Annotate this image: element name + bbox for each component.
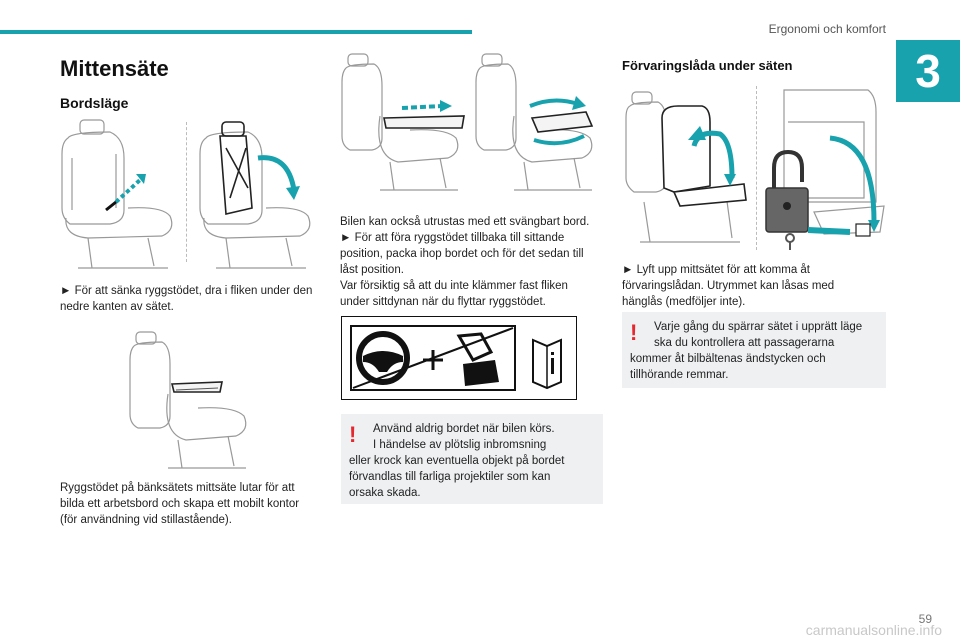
step-instruction: ► För att sänka ryggstödet, dra i fliken… (60, 285, 313, 313)
text-line: ► För att föra ryggstödet tillbaka till … (340, 232, 565, 244)
seat-illustration-pull-tab (61, 119, 173, 269)
warning-line: orsaka skada. (349, 487, 421, 499)
text-line: ► Lyft upp mittsätet för att komma åt (622, 264, 810, 276)
warning-line: eller krock kan eventuella objekt på bor… (349, 455, 565, 467)
warning-line: ska du kontrollera att passagerarna (654, 337, 835, 349)
steering-wheel-icon (356, 331, 410, 385)
warning-icon: ! (630, 320, 638, 345)
table-mode-caption: Ryggstödet på bänksätets mittsäte lutar … (60, 480, 330, 528)
seat-illustration-table-swivel (475, 53, 594, 191)
warning-text-head: Varje gång du spärrar sätet i upprätt lä… (654, 319, 882, 351)
header-accent-bar (0, 30, 472, 34)
warning-text-head: Använd aldrig bordet när bilen körs. I h… (373, 421, 599, 453)
storage-box-padlock-illustration (765, 89, 885, 250)
warning-line: förvandlas till farliga projektiler som … (349, 471, 551, 483)
warning-box-table: ! Använd aldrig bordet när bilen körs. I… (341, 414, 603, 504)
warning-text-body: eller krock kan eventuella objekt på bor… (349, 453, 599, 501)
text-line: Bilen kan också utrustas med ett svängba… (340, 216, 590, 228)
caption-line: (för användning vid stillastående). (60, 514, 232, 526)
warning-box-storage: ! Varje gång du spärrar sätet i upprätt … (622, 312, 886, 388)
padlock-icon (765, 149, 809, 250)
page-number: 59 (918, 612, 932, 626)
seat-illustration-backrest-down (199, 121, 311, 269)
caption-line: Ryggstödet på bänksätets mittsäte lutar … (60, 482, 295, 494)
seat-illustration-lift-seat (625, 91, 747, 243)
section-title: Ergonomi och komfort (768, 22, 886, 36)
seat-illustration-table-slide (341, 53, 465, 191)
manual-book-icon (532, 338, 562, 390)
warning-pictogram (341, 316, 577, 400)
warning-line: tillhörande remmar. (630, 369, 729, 381)
swivel-table-text: Bilen kan också utrustas med ett svängba… (340, 214, 610, 310)
text-line: under sittdynan när du flyttar ryggstöde… (340, 296, 546, 308)
text-line: position, packa ihop bordet och för det … (340, 248, 584, 260)
warning-line: kommer åt bilbältenas ändstycken och (630, 353, 826, 365)
figure-divider (756, 86, 757, 250)
storage-step-text: ► Lyft upp mittsätet för att komma åt fö… (622, 262, 884, 310)
text-line: hänglås (medföljer inte). (622, 296, 746, 308)
seat-illustration-table-mode (129, 331, 247, 469)
caption-line: bilda ett arbetsbord och skapa ett mobil… (60, 498, 300, 510)
storage-heading: Förvaringslåda under säten (622, 58, 793, 73)
warning-line: Varje gång du spärrar sätet i upprätt lä… (654, 321, 863, 333)
warning-line: Använd aldrig bordet när bilen körs. (373, 423, 555, 435)
figure-divider (186, 122, 187, 262)
warning-line: I händelse av plötslig inbromsning (373, 439, 547, 451)
seat-table-icon (456, 332, 499, 386)
warning-text-body: kommer åt bilbältenas ändstycken och til… (630, 351, 882, 383)
section-heading: Mittensäte (60, 56, 169, 81)
text-line: förvaringslådan. Utrymmet kan låsas med (622, 280, 835, 292)
text-line: låst position. (340, 264, 404, 276)
chapter-number-tab: 3 (896, 40, 960, 102)
text-line: Var försiktig så att du inte klämmer fas… (340, 280, 568, 292)
subsection-heading: Bordsläge (60, 95, 129, 111)
warning-icon: ! (349, 422, 357, 447)
watermark: carmanualsonline.info (805, 622, 942, 638)
